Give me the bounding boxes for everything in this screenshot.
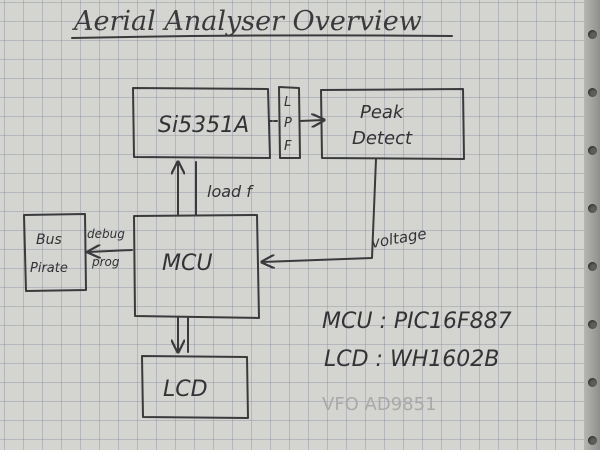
mcu-label: MCU xyxy=(162,251,212,276)
si5351-block xyxy=(132,87,271,159)
title-underline xyxy=(71,34,453,39)
lpf-letter-p: P xyxy=(284,116,292,131)
diagram-title: Aerial Analyser Overview xyxy=(71,6,422,37)
load-f-label: load f xyxy=(207,182,254,201)
binding-hole xyxy=(588,204,597,213)
peak-detect-label-line2: Detect xyxy=(352,128,413,149)
bus-pirate-label-line1: Bus xyxy=(36,232,62,248)
voltage-feedback-arrow xyxy=(262,158,377,262)
lpf-to-peak-arrow xyxy=(299,120,324,121)
lcd-label: LCD xyxy=(163,377,208,402)
prog-label: prog xyxy=(91,255,120,269)
binding-hole xyxy=(588,262,597,271)
mcu-block xyxy=(133,214,260,319)
lpf-block xyxy=(278,86,301,159)
lcd-block xyxy=(141,355,249,419)
bus-pirate-label-line2: Pirate xyxy=(30,261,68,276)
peak-detect-block xyxy=(320,88,465,160)
mcu-part-note: MCU : PIC16F887 xyxy=(322,309,512,334)
debug-prog-arrow xyxy=(88,250,133,252)
binding-hole xyxy=(588,88,597,97)
lcd-part-note: LCD : WH1602B xyxy=(324,347,499,372)
binding-hole xyxy=(588,378,597,387)
spiral-binding xyxy=(584,0,600,450)
binding-hole xyxy=(588,436,597,445)
binding-hole xyxy=(588,146,597,155)
erased-note: VFO AD9851 xyxy=(322,394,437,415)
lpf-letter-f: F xyxy=(284,139,292,154)
bus-pirate-block xyxy=(23,213,87,292)
si5351-label: Si5351A xyxy=(158,113,249,138)
binding-hole xyxy=(588,320,597,329)
binding-hole xyxy=(588,30,597,39)
lpf-letter-l: L xyxy=(284,95,291,110)
voltage-label: voltage xyxy=(370,224,428,251)
debug-label: debug xyxy=(87,227,125,241)
peak-detect-label-line1: Peak xyxy=(360,102,405,123)
